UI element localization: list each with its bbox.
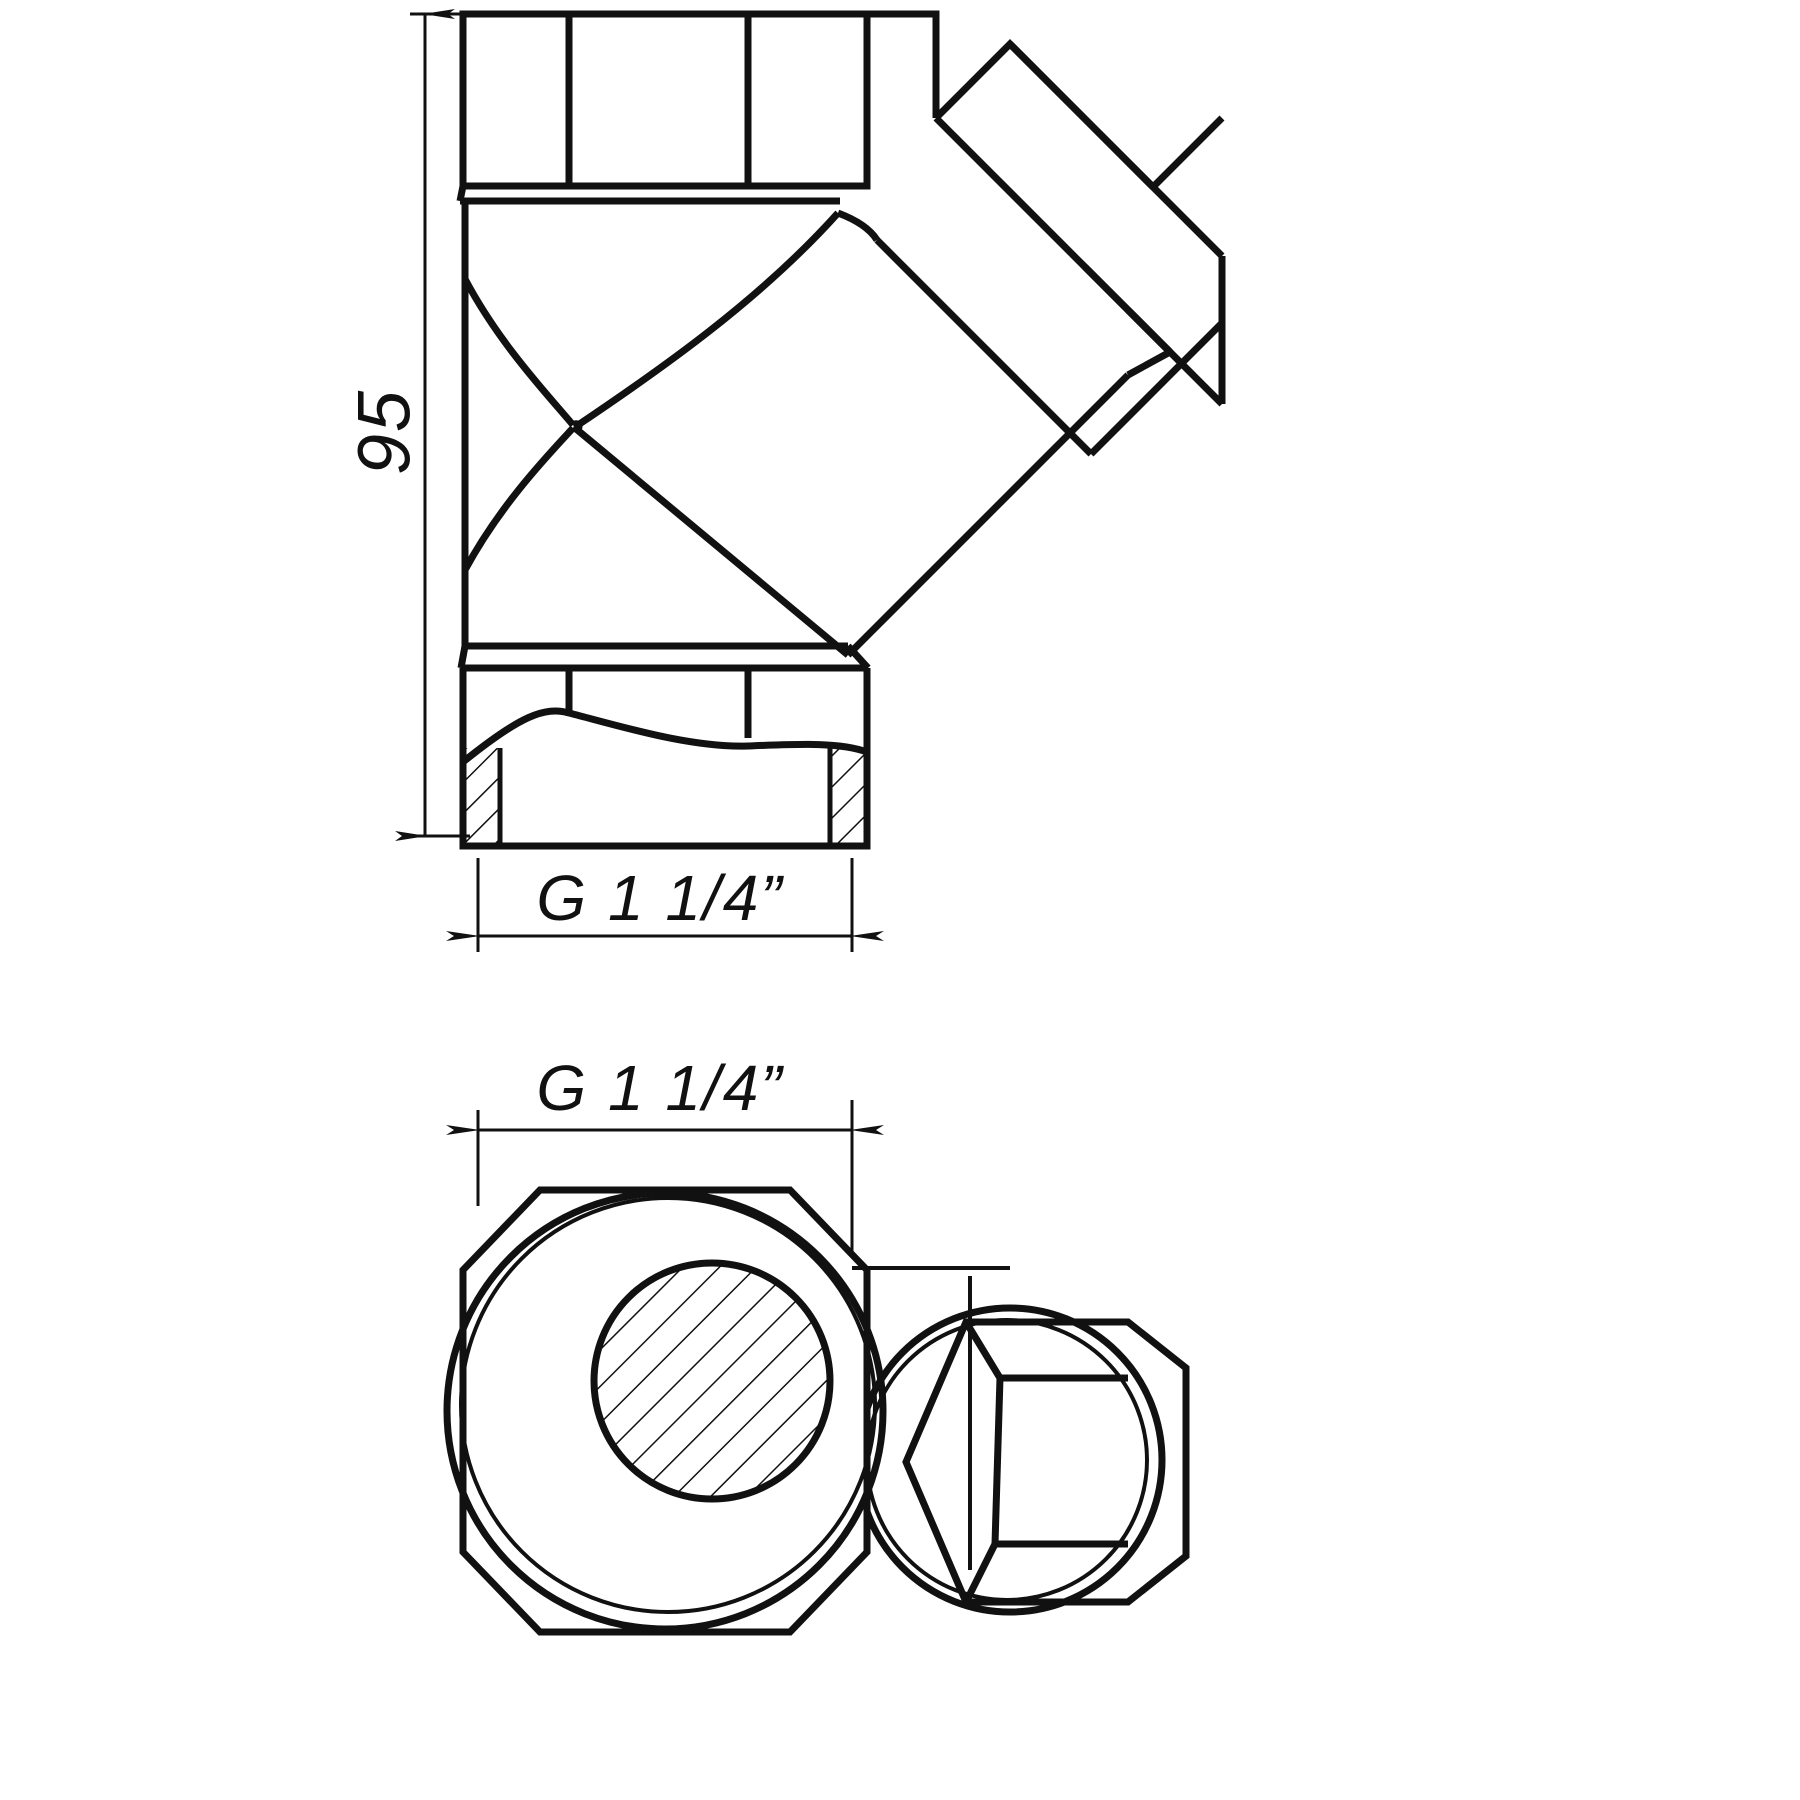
cavity-upper-right-curve bbox=[573, 210, 841, 430]
plan-right-hex-facet-3 bbox=[991, 1377, 1004, 1545]
bottom-socket-thread-profile bbox=[460, 707, 869, 765]
plan-centre-lines bbox=[852, 1266, 1010, 1570]
branch-outer-upper-wall bbox=[933, 115, 1225, 407]
thread-dimension-label-bottom: G 1 1/4” bbox=[536, 1052, 784, 1124]
plan-thread-inner-circle bbox=[459, 1196, 877, 1614]
branch-hex-facet-1 bbox=[1007, 41, 1156, 190]
dimension-text-layer: 95 G 1 1/4” G 1 1/4” bbox=[343, 389, 784, 1124]
branch-step-line bbox=[1082, 264, 1173, 355]
top-neck-left-chamfer bbox=[456, 185, 467, 202]
cavity-upper-left-curve bbox=[461, 277, 576, 428]
branch-inner-bore-fillet bbox=[836, 209, 880, 242]
bottom-neck-left-chamfer bbox=[457, 645, 469, 669]
plan-bore-hatch bbox=[594, 1263, 830, 1499]
section-elevation-view bbox=[395, 8, 1226, 952]
bottom-hex-socket bbox=[459, 668, 871, 850]
plan-octagon-outline bbox=[459, 1186, 871, 1636]
top-hex-cap-outline bbox=[459, 10, 871, 190]
plan-right-hex-facet-5 bbox=[962, 1542, 999, 1604]
angled-branch bbox=[836, 39, 1226, 658]
top-hex-cap-right-shoulder bbox=[867, 10, 940, 118]
branch-inner-bore-line bbox=[874, 237, 1094, 457]
branch-hex-facet-2 bbox=[1150, 115, 1225, 190]
bottom-hex-outline bbox=[459, 668, 871, 850]
plan-thread-outer-circle bbox=[443, 1189, 887, 1633]
internal-cavity-section bbox=[461, 210, 851, 658]
cavity-lower-left-curve bbox=[461, 425, 576, 572]
plan-right-hex-outline bbox=[902, 1318, 1190, 1606]
branch-inner-end bbox=[1088, 320, 1225, 457]
branch-outer-lower-wall bbox=[845, 372, 1131, 658]
thread-dimension-label-top: G 1 1/4” bbox=[536, 862, 784, 934]
top-neck bbox=[456, 182, 867, 205]
bottom-socket-hatch-right bbox=[830, 748, 867, 846]
bottom-neck bbox=[457, 642, 871, 672]
bottom-neck-right-chamfer bbox=[845, 643, 871, 671]
height-dimension-label: 95 bbox=[343, 389, 426, 475]
bottom-socket-hatch-left bbox=[463, 748, 500, 846]
top-hex-cap bbox=[459, 10, 940, 190]
plan-right-hex-plug bbox=[854, 1304, 1190, 1616]
thread-dimension-top bbox=[446, 858, 884, 952]
cavity-lower-right-edge bbox=[572, 425, 851, 658]
plan-left-octagon-body bbox=[443, 1186, 887, 1636]
plan-bottom-view bbox=[443, 1100, 1190, 1636]
plan-bore-circle bbox=[590, 1259, 834, 1503]
branch-upper-flange bbox=[933, 39, 1225, 259]
branch-lower-step bbox=[1126, 348, 1172, 379]
